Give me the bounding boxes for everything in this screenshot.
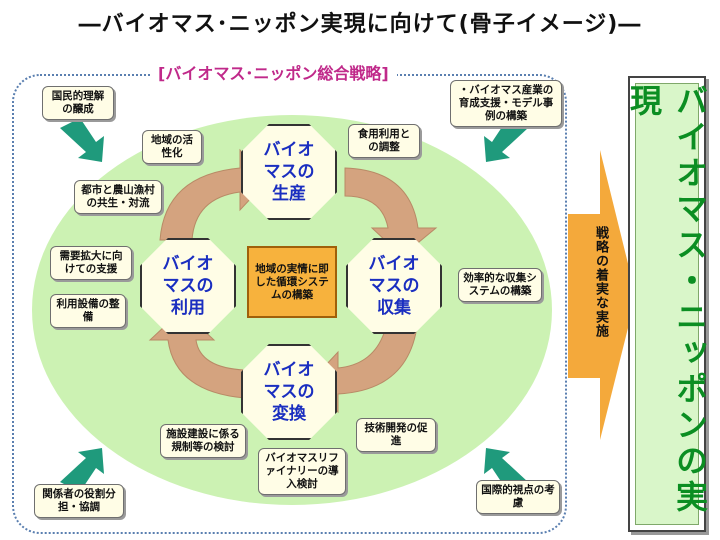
note-international: 国際的視点の考慮 [476, 480, 560, 514]
note-facilities: 利用設備の整備 [50, 294, 126, 328]
note-regional-activation: 地域の活性化 [142, 130, 202, 164]
note-industry-support: ・バイオマス産業の育成支援・モデル事例の構築 [450, 80, 562, 127]
page-title: ―バイオマス･ニッポン実現に向けて(骨子イメージ)― [78, 12, 642, 37]
strategy-title: [バイオマス･ニッポン総合戦略] [150, 58, 397, 86]
collection-label: バイオマスの収集 [368, 254, 420, 318]
corner-arrow-top-left [60, 118, 104, 162]
realization-label: バイオマス・ニッポンの実現 [625, 84, 709, 516]
note-tech-dev: 技術開発の促進 [356, 418, 436, 452]
note-urban-rural: 都市と農山漁村の共生・対流 [74, 180, 162, 214]
cycle-arrow-production-to-collection [344, 167, 438, 257]
note-food-adjustment: 食用利用との調整 [348, 124, 420, 158]
note-demand-expansion: 需要拡大に向けての支援 [50, 246, 132, 280]
conversion-octagon: バイオマスの変換 [241, 344, 337, 440]
note-refinery: バイオマスリファイナリーの導入検討 [258, 448, 346, 495]
big-arrow [568, 150, 636, 440]
production-octagon: バイオマスの生産 [241, 124, 337, 220]
note-role-sharing: 関係者の役割分担・協調 [34, 484, 124, 518]
conversion-label: バイオマスの変換 [263, 360, 315, 424]
center-label: 地域の実情に即した循環システムの構築 [255, 262, 329, 301]
corner-arrow-bottom-left [60, 448, 104, 492]
utilization-octagon: バイオマスの利用 [140, 238, 236, 334]
utilization-label: バイオマスの利用 [162, 254, 214, 318]
collection-octagon: バイオマスの収集 [346, 238, 442, 334]
arrow-label: 戦略の着実な実施 [593, 226, 608, 338]
note-efficient-collection: 効率的な収集システムの構築 [458, 268, 542, 302]
center-box: 地域の実情に即した循環システムの構築 [247, 246, 337, 318]
production-label: バイオマスの生産 [263, 140, 315, 204]
corner-arrow-top-right [484, 118, 528, 162]
realization-panel: バイオマス・ニッポンの実現 [625, 76, 709, 532]
realization-inner: バイオマス・ニッポンの実現 [625, 83, 709, 525]
note-national-understanding: 国民的理解の醸成 [42, 86, 114, 120]
note-regulations: 施設建設に係る規制等の検討 [160, 424, 246, 458]
